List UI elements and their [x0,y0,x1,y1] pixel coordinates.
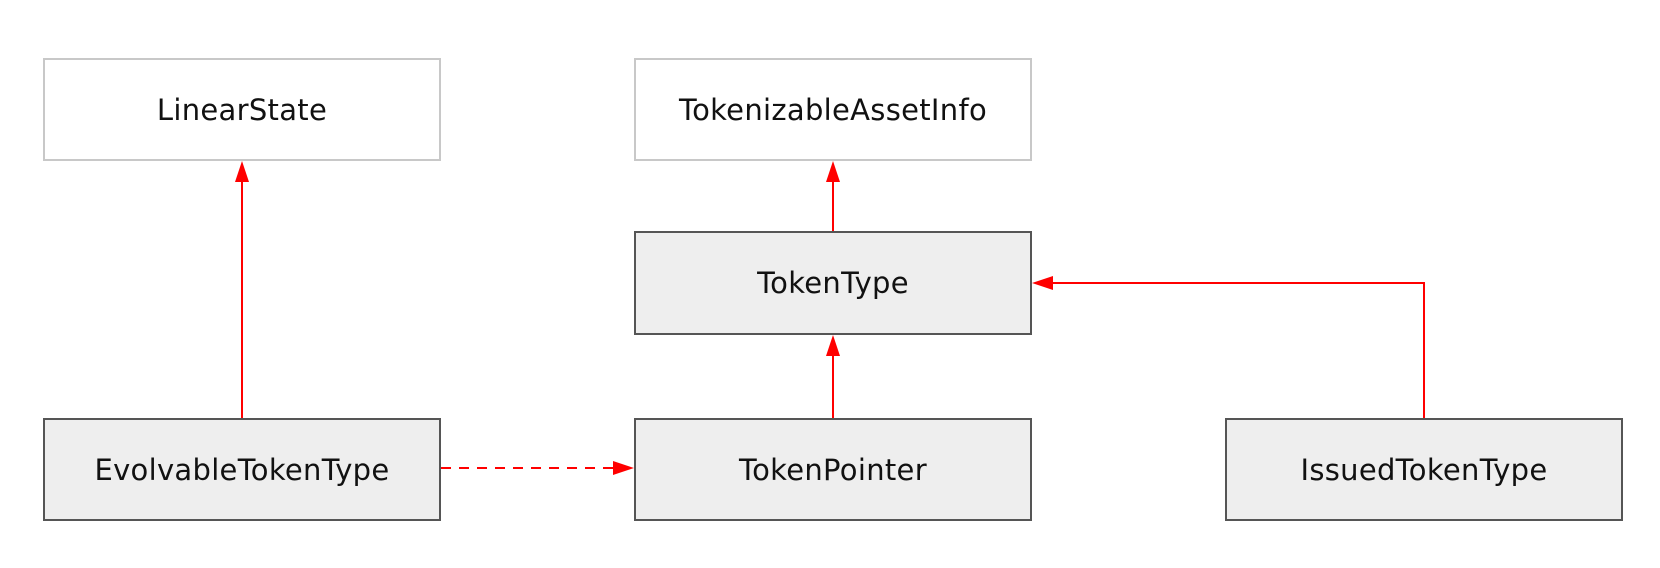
arrowhead-icon [613,461,634,475]
node-label: TokenizableAssetInfo [678,92,988,127]
node-token-pointer: TokenPointer [634,418,1032,521]
arrowhead-icon [826,161,840,182]
edge-line [1052,282,1425,418]
node-label: IssuedTokenType [1300,452,1548,487]
arrowhead-icon [235,161,249,182]
node-label: EvolvableTokenType [94,452,390,487]
node-tokenizable-asset-info: TokenizableAssetInfo [634,58,1032,161]
arrowhead-icon [826,335,840,356]
edge-tokenpointer-to-tokentype [826,335,840,418]
edge-evolvable-to-linearstate [235,161,249,418]
node-token-type: TokenType [634,231,1032,335]
edge-evolvable-to-tokenpointer [441,461,634,475]
arrowhead-icon [1032,276,1053,290]
node-label: TokenPointer [739,452,927,487]
node-evolvable-token-type: EvolvableTokenType [43,418,441,521]
node-label: LinearState [156,92,328,127]
edge-tokentype-to-tokenizableassetinfo [826,161,840,231]
node-label: TokenType [757,266,909,300]
node-linear-state: LinearState [43,58,441,161]
node-issued-token-type: IssuedTokenType [1225,418,1623,521]
edge-issuedtokentype-to-tokentype [1032,276,1425,418]
